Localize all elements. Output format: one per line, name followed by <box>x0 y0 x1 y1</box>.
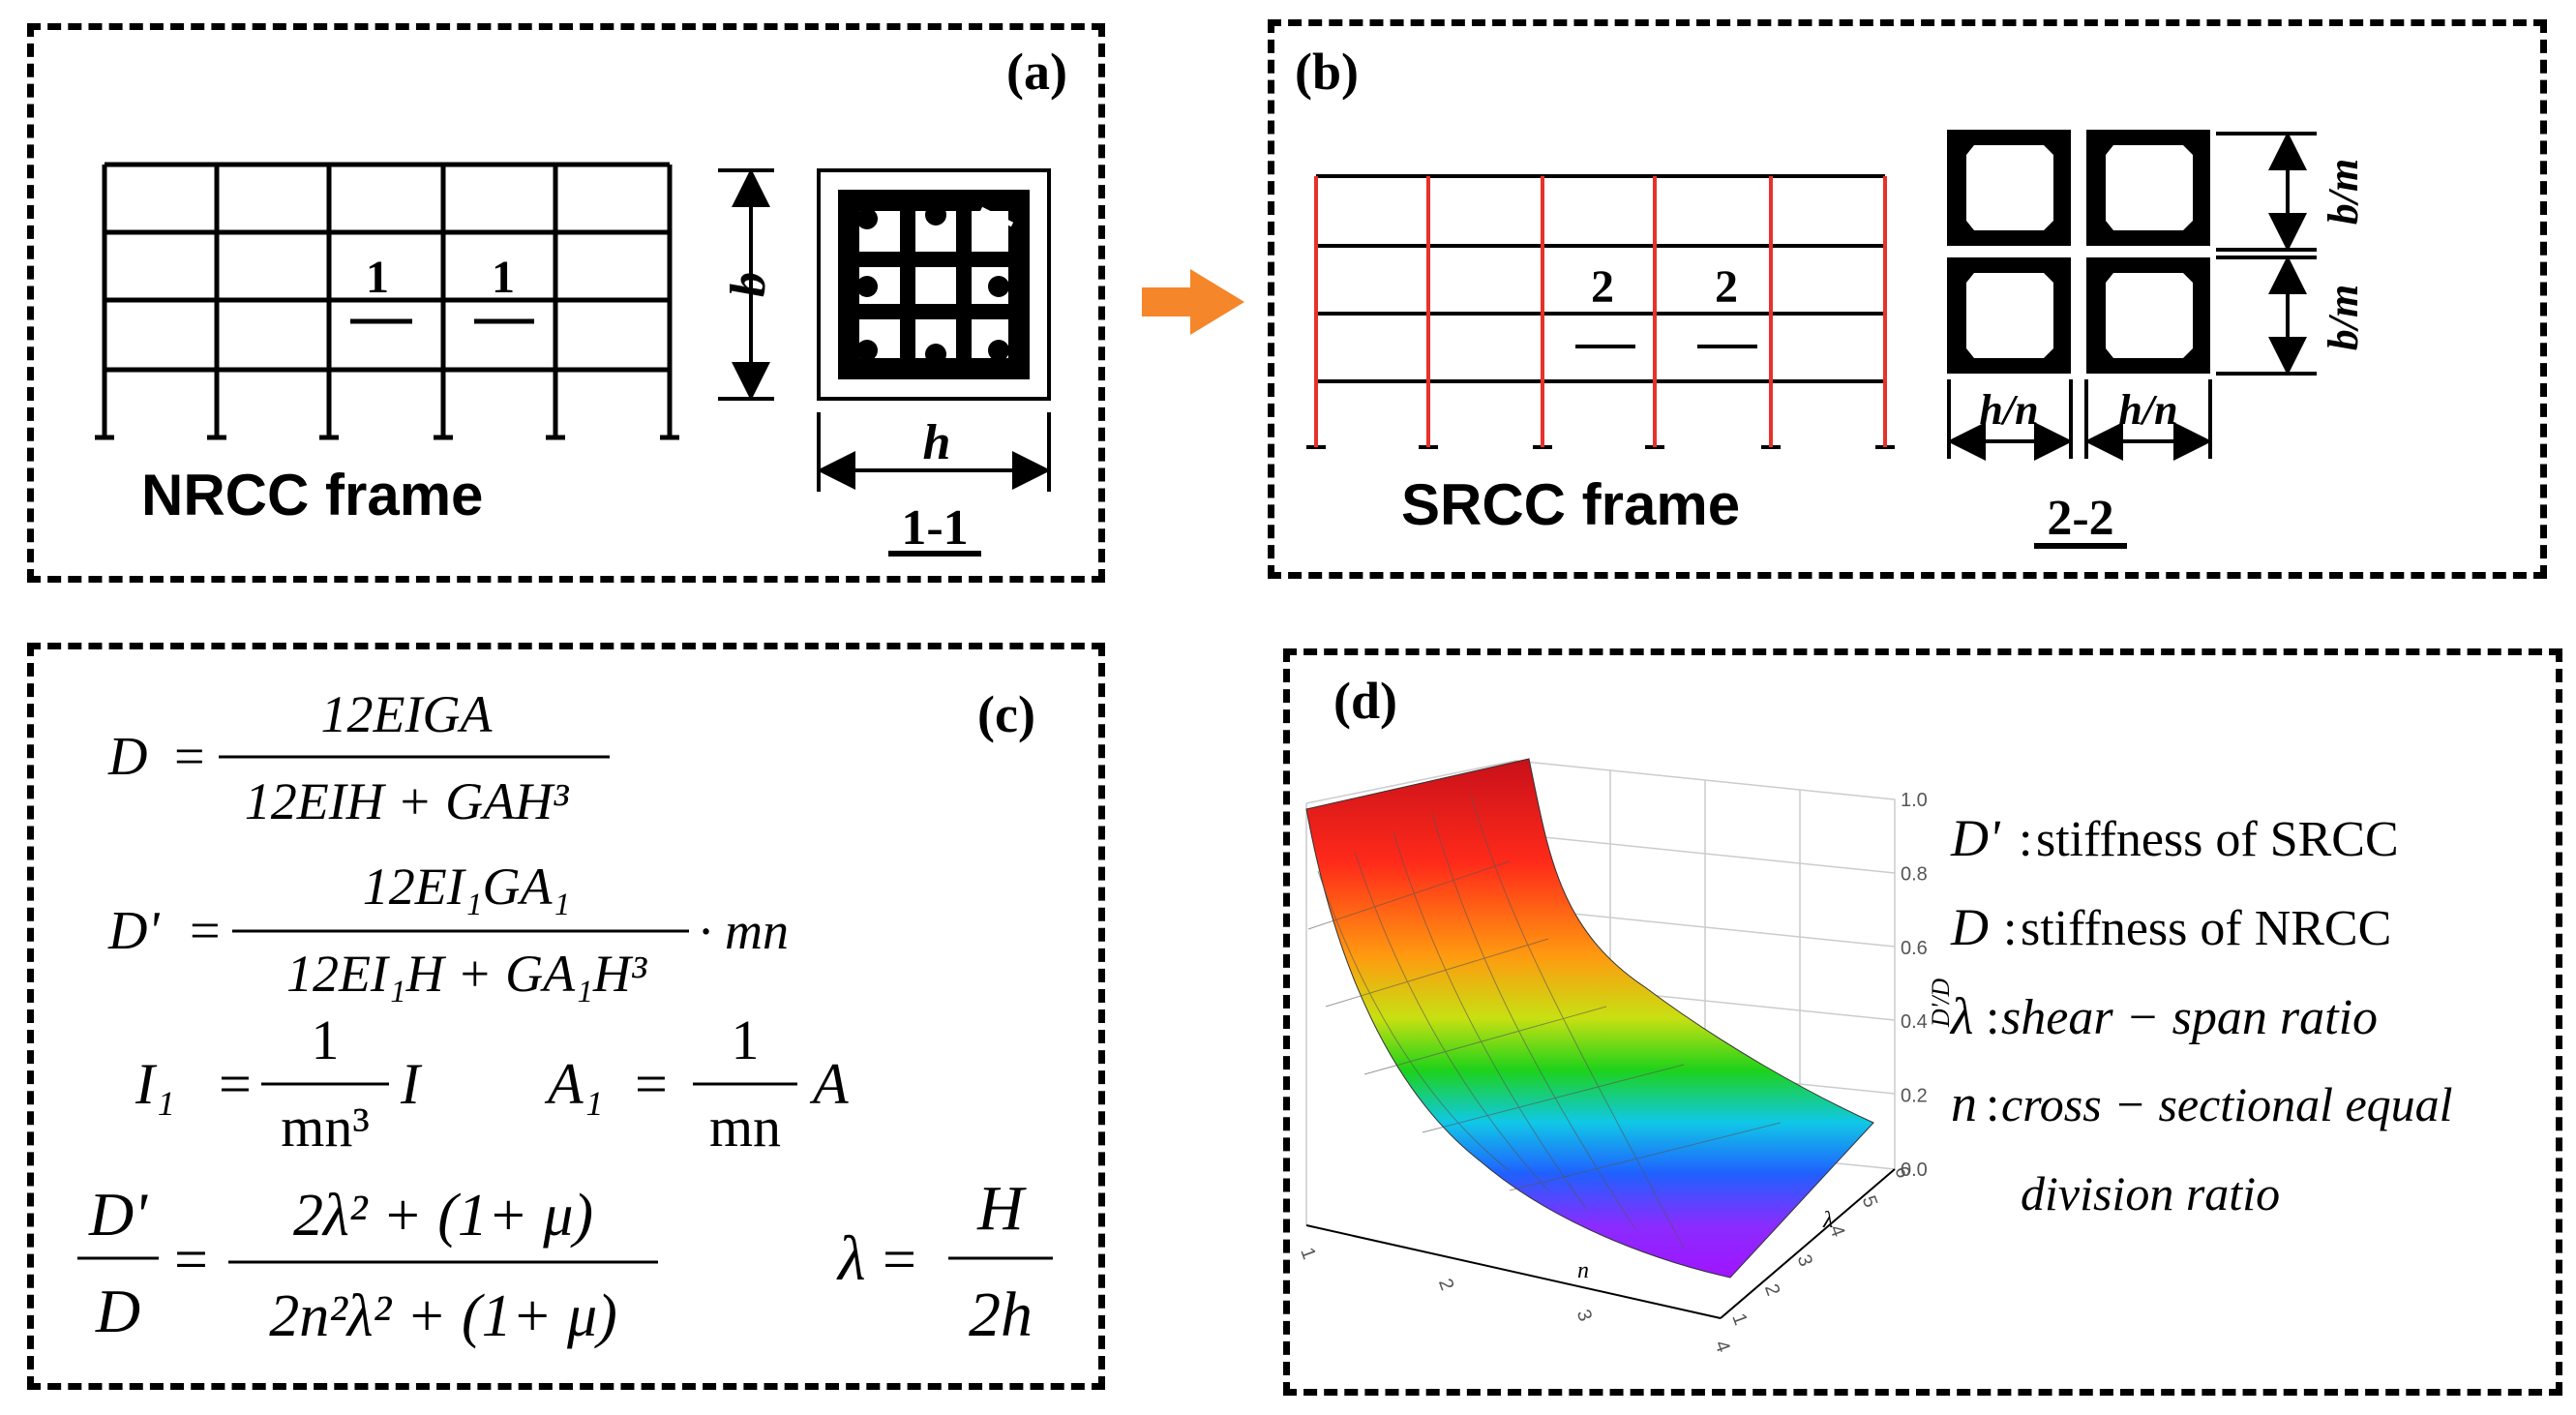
svg-text:mn: mn <box>709 1096 781 1159</box>
panel-a-tag: (a) <box>1006 43 1067 101</box>
y-axis-label: λ <box>1822 1208 1833 1233</box>
srcc-dimensions <box>1947 132 2317 461</box>
legend-text-4: division ratio <box>2021 1166 2280 1220</box>
svg-text:2λ² + (1+ μ): 2λ² + (1+ μ) <box>293 1183 593 1249</box>
srcc-frame-label: SRCC frame <box>1401 472 1740 537</box>
x-tick-3: 4 <box>1710 1338 1733 1355</box>
section-marker-right: 1 <box>492 252 515 303</box>
legend-symbol-3: n <box>1951 1074 1977 1132</box>
nrcc-frame-label: NRCC frame <box>141 463 483 527</box>
svg-text:=: = <box>635 1052 668 1116</box>
z-axis-ticks: 0.0 0.2 0.4 0.6 0.8 1.0 <box>1901 790 1928 1181</box>
y-tick-0: 1 <box>1727 1310 1751 1328</box>
z-tick-1: 0.2 <box>1901 1086 1928 1107</box>
svg-text:=: = <box>883 1227 916 1293</box>
svg-text:=: = <box>174 1227 208 1293</box>
svg-text::: : <box>2019 812 2032 867</box>
svg-text:D: D <box>95 1277 140 1345</box>
equation-A1: A₁ = 1 mn A <box>544 1009 849 1159</box>
svg-text:A: A <box>809 1052 849 1116</box>
x-axis-ticks: 1 2 3 4 <box>1296 1245 1733 1355</box>
nrcc-frame-drawing <box>95 162 679 440</box>
svg-text:12EIGA: 12EIGA <box>321 685 494 743</box>
section-label-1-1: 1-1 <box>901 500 968 556</box>
svg-text::: : <box>1986 990 1999 1045</box>
x-tick-0: 1 <box>1296 1245 1319 1262</box>
panel-d <box>1283 648 2562 1396</box>
x-tick-1: 2 <box>1434 1276 1457 1293</box>
equation-I1: I₁ = 1 mn³ I <box>135 1009 423 1159</box>
z-tick-3: 0.6 <box>1901 938 1928 959</box>
nrcc-height-dimension <box>718 168 774 401</box>
panel-c-tag: (c) <box>977 685 1035 743</box>
equation-stiffness-ratio: D' D = 2λ² + (1+ μ) 2n²λ² + (1+ μ) <box>77 1180 658 1349</box>
nrcc-dim-height: b <box>721 272 776 297</box>
legend-text-2: shear − span ratio <box>2001 990 2378 1045</box>
equation-D: D = 12EIGA 12EIH + GAH³ <box>107 685 610 830</box>
legend-text-0: stiffness of SRCC <box>2036 812 2399 867</box>
svg-text:mn³: mn³ <box>281 1096 370 1159</box>
transform-arrow-icon <box>1142 269 1244 335</box>
legend-text-3: cross − sectional equal <box>2001 1077 2453 1131</box>
svg-text:12EIH + GAH³: 12EIH + GAH³ <box>245 772 569 830</box>
svg-text:1: 1 <box>312 1009 340 1071</box>
svg-text:· mn: · mn <box>699 902 789 960</box>
srcc-dim-bm-top: b/m <box>2320 159 2367 225</box>
srcc-cross-section <box>1947 130 2210 374</box>
equation-D-prime: D' = 12EI₁GA₁ 12EI₁H + GA₁H³ · mn <box>107 858 789 1003</box>
svg-text:D': D' <box>88 1180 148 1249</box>
svg-text:12EI₁H + GA₁H³: 12EI₁H + GA₁H³ <box>286 945 647 1003</box>
legend-symbol-0: D' <box>1950 809 2001 867</box>
z-tick-2: 0.4 <box>1901 1011 1928 1033</box>
svg-text:H: H <box>976 1173 1027 1244</box>
svg-text:12EI₁GA₁: 12EI₁GA₁ <box>363 858 571 916</box>
section-marker-2-left: 2 <box>1591 261 1614 313</box>
srcc-frame-drawing <box>1306 174 1895 449</box>
svg-text:=: = <box>190 901 221 961</box>
srcc-dim-bm-bottom: b/m <box>2320 285 2367 350</box>
svg-text:I₁: I₁ <box>135 1052 175 1116</box>
legend-symbol-1: D <box>1950 898 1989 956</box>
nrcc-cross-section <box>817 168 1051 401</box>
svg-text:D': D' <box>107 901 160 961</box>
surface-plot <box>1305 758 1896 1319</box>
x-tick-2: 3 <box>1573 1307 1596 1324</box>
z-tick-0: 0.0 <box>1901 1159 1928 1181</box>
svg-text:2n²λ² + (1+ μ): 2n²λ² + (1+ μ) <box>269 1283 617 1349</box>
svg-text:2h: 2h <box>969 1280 1033 1350</box>
svg-text:I: I <box>400 1052 423 1116</box>
svg-text:=: = <box>219 1052 252 1116</box>
srcc-dim-hn-left: h/n <box>1979 386 2038 434</box>
legend: D' : stiffness of SRCC D : stiffness of … <box>1949 809 2453 1220</box>
nrcc-dim-width: h <box>923 415 951 470</box>
section-marker-left: 1 <box>366 252 389 303</box>
legend-symbol-2: λ <box>1949 987 1973 1045</box>
legend-text-1: stiffness of NRCC <box>2021 901 2391 956</box>
svg-text::: : <box>2003 901 2017 956</box>
svg-text:D: D <box>107 727 147 787</box>
equation-lambda: λ = H 2h <box>836 1173 1053 1350</box>
y-tick-4: 5 <box>1858 1193 1881 1211</box>
panel-a <box>27 23 1105 583</box>
panel-c <box>27 643 1105 1390</box>
srcc-dim-hn-right: h/n <box>2118 386 2177 434</box>
x-axis-label: n <box>1577 1258 1589 1283</box>
svg-text::: : <box>1986 1077 1999 1132</box>
svg-text:=: = <box>174 727 205 787</box>
nrcc-width-dimension <box>817 412 1051 492</box>
z-tick-5: 1.0 <box>1901 790 1928 811</box>
z-tick-4: 0.8 <box>1901 863 1928 885</box>
y-tick-1: 2 <box>1760 1281 1783 1299</box>
panel-b <box>1268 19 2547 579</box>
panel-b-tag: (b) <box>1295 43 1359 101</box>
svg-text:A₁: A₁ <box>544 1052 604 1116</box>
section-label-2-2: 2-2 <box>2047 491 2113 546</box>
svg-text:1: 1 <box>732 1009 760 1071</box>
section-marker-2-right: 2 <box>1715 261 1738 313</box>
panel-d-tag: (d) <box>1333 672 1397 730</box>
svg-text:λ: λ <box>836 1223 866 1294</box>
z-axis-label: D'/D <box>1927 978 1955 1029</box>
